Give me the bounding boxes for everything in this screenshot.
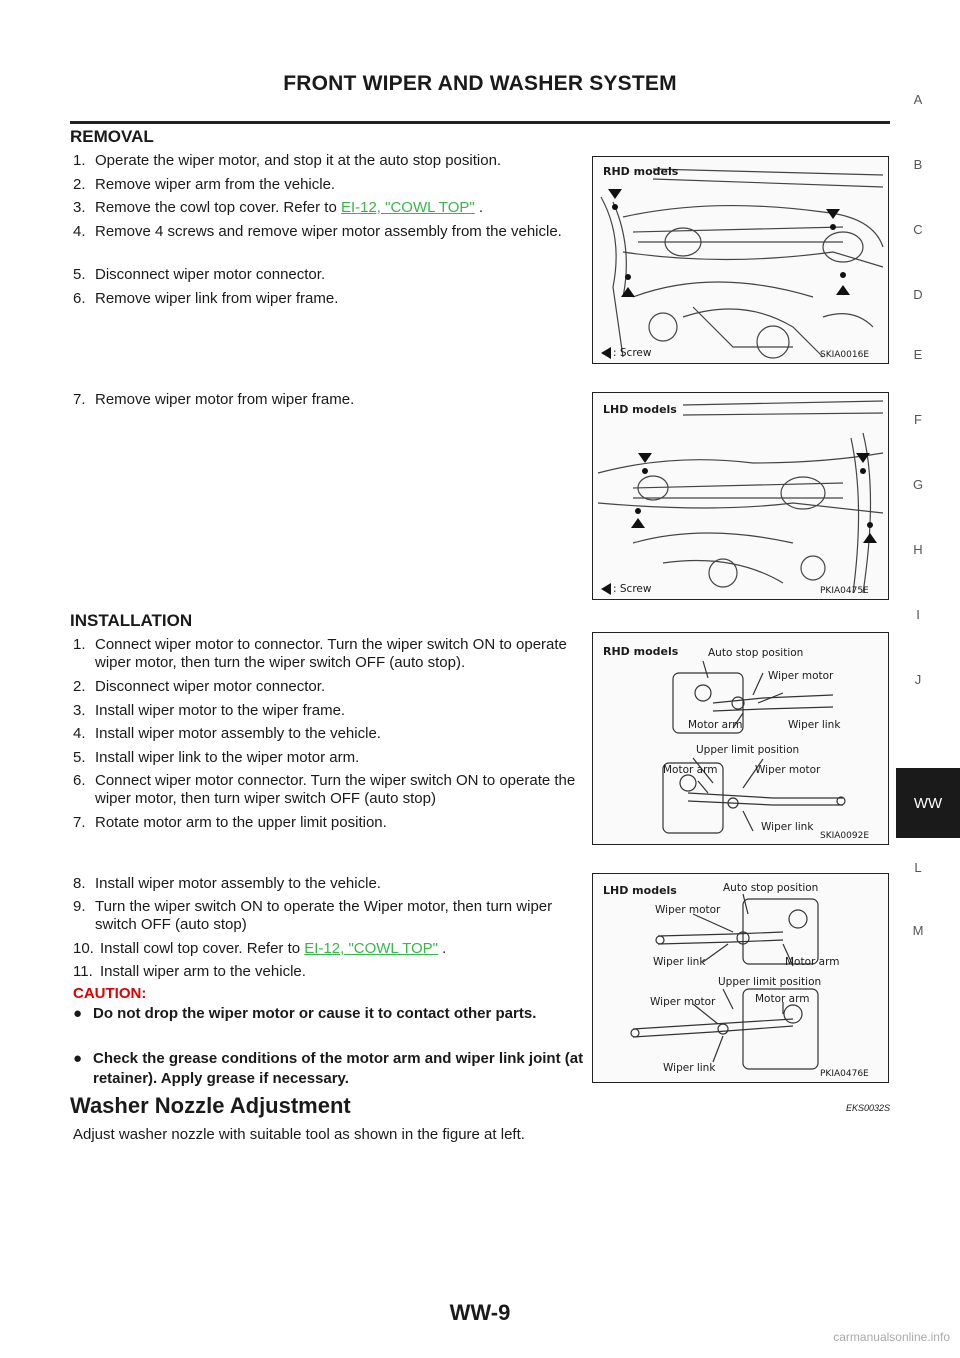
diagram-label: Motor arm xyxy=(785,956,840,968)
installation-heading: INSTALLATION xyxy=(70,611,193,630)
section-code: EKS0032S xyxy=(846,1103,891,1113)
removal-step: 4.Remove 4 screws and remove wiper motor… xyxy=(73,223,562,240)
washer-heading: Washer Nozzle Adjustment xyxy=(70,1093,351,1118)
figure-legend: : Screw xyxy=(613,583,652,595)
wiper-motor-drawing xyxy=(630,893,819,1070)
figure-title: LHD models xyxy=(603,403,677,416)
section-index-d[interactable]: D xyxy=(913,287,923,302)
engine-bay-drawing xyxy=(597,400,884,595)
diagram-label: Motor arm xyxy=(688,719,743,731)
installation-step: 9.Turn the wiper switch ON to operate th… xyxy=(73,898,553,933)
figure-title: RHD models xyxy=(603,645,679,658)
section-index-m[interactable]: M xyxy=(912,923,924,938)
wiper-motor-drawing xyxy=(662,660,846,834)
watermark: carmanualsonline.info xyxy=(833,1330,950,1344)
figure-code: SKIA0016E xyxy=(820,350,870,360)
diagram-label: Motor arm xyxy=(755,993,810,1005)
section-index-g[interactable]: G xyxy=(912,477,924,492)
section-index-c[interactable]: C xyxy=(913,222,923,237)
diagram-label: Upper limit position xyxy=(696,744,800,756)
figure-lhd-screws: LHD models : Screw PKIA0475E xyxy=(592,392,889,600)
caution-label: CAUTION: xyxy=(73,985,147,1002)
section-index-i[interactable]: I xyxy=(916,607,920,622)
installation-step: 1.Connect wiper motor to connector. Turn… xyxy=(73,636,567,671)
engine-bay-drawing xyxy=(600,168,884,359)
section-tab-ww[interactable]: WW xyxy=(896,768,960,838)
diagram-label: Wiper link xyxy=(663,1062,716,1074)
cowl-top-link[interactable]: EI-12, "COWL TOP" xyxy=(340,199,475,216)
page-number: WW-9 xyxy=(449,1300,511,1325)
figure-rhd-screws: RHD models : Screw SKIA0016E xyxy=(592,156,889,364)
figure-code: PKIA0476E xyxy=(820,1069,869,1079)
figure-rhd-positions: RHD models Auto stop position Wiper moto… xyxy=(592,632,889,845)
diagram-label: Wiper motor xyxy=(650,996,716,1008)
diagram-label: Wiper motor xyxy=(768,670,834,682)
figure-code: PKIA0475E xyxy=(820,586,869,596)
diagram-label: Upper limit position xyxy=(718,976,822,988)
diagram-label: Wiper link xyxy=(653,956,706,968)
figure-lhd-positions: LHD models Auto stop position Wiper moto… xyxy=(592,873,889,1083)
installation-step: 6.Connect wiper motor connector. Turn th… xyxy=(73,772,576,807)
diagram-label: Auto stop position xyxy=(723,882,819,894)
caution-item: ●Check the grease conditions of the moto… xyxy=(73,1050,584,1087)
figure-legend: : Screw xyxy=(613,347,652,359)
page-title: FRONT WIPER AND WASHER SYSTEM xyxy=(283,72,677,95)
caution-item: ●Do not drop the wiper motor or cause it… xyxy=(73,1005,537,1022)
figure-title: LHD models xyxy=(603,884,677,897)
section-index-e[interactable]: E xyxy=(913,347,923,362)
diagram-label: Wiper link xyxy=(761,821,814,833)
diagram-label: Auto stop position xyxy=(708,647,804,659)
diagram-label: Wiper link xyxy=(788,719,841,731)
figure-code: SKIA0092E xyxy=(820,831,870,841)
section-index-a[interactable]: A xyxy=(913,92,923,107)
removal-heading: REMOVAL xyxy=(70,127,154,146)
diagram-label: Wiper motor xyxy=(755,764,821,776)
section-index-f[interactable]: F xyxy=(914,412,922,427)
figure-title: RHD models xyxy=(603,165,679,178)
section-index-h[interactable]: H xyxy=(913,542,923,557)
diagram-label: Wiper motor xyxy=(655,904,721,916)
section-index-l[interactable]: L xyxy=(914,860,922,875)
diagram-label: Motor arm xyxy=(663,764,718,776)
cowl-top-link[interactable]: EI-12, "COWL TOP" xyxy=(304,940,439,957)
header-divider xyxy=(70,121,890,124)
section-index-b[interactable]: B xyxy=(913,157,923,172)
section-index-j[interactable]: J xyxy=(914,672,922,687)
washer-text: Adjust washer nozzle with suitable tool … xyxy=(73,1126,525,1143)
